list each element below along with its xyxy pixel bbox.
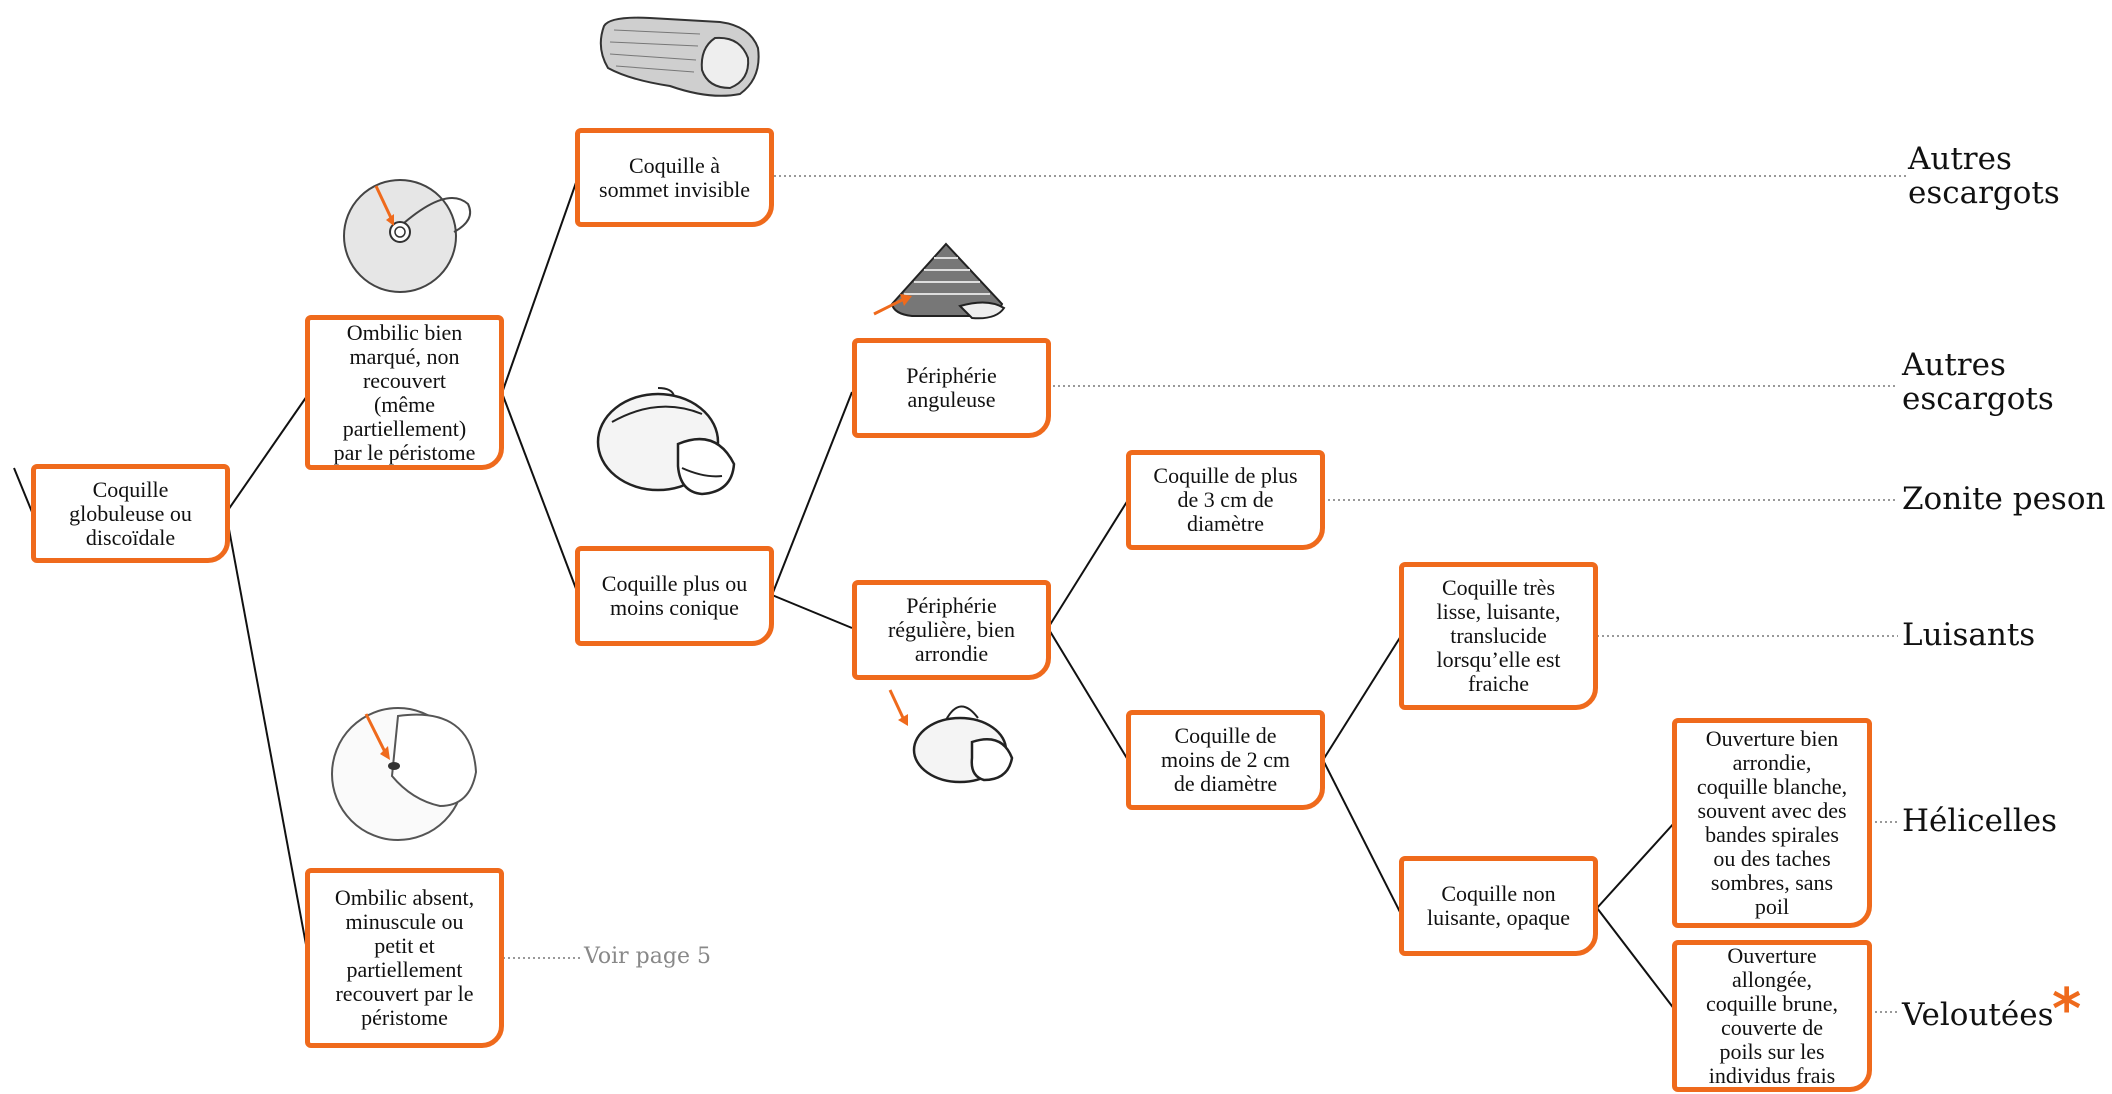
conical-striped-shell-illustration: [873, 242, 1006, 320]
node-ombilic-absent: Ombilic absent, minuscule ou petit et pa…: [305, 868, 504, 1048]
result-autres-escargots-2: Autres escargots: [1902, 347, 2054, 417]
branch-marque-conique: [501, 392, 579, 595]
node-ouverture-arrondie: Ouverture bien arrondie, coquille blanch…: [1672, 718, 1872, 928]
branch-globuleuse-absent: [225, 512, 308, 951]
result-autres-escargots-1: Autres escargots: [1908, 141, 2060, 211]
branch-globuleuse-marque: [225, 395, 308, 514]
node-coquille-globuleuse: Coquille globuleuse ou discoïdale: [31, 464, 230, 563]
branch-conique-anguleuse: [771, 391, 853, 596]
branch-moins2-nonluisante: [1322, 759, 1402, 915]
node-peripherie-anguleuse: Périphérie anguleuse: [852, 338, 1051, 438]
globular-shell-small-umbilicus-illustration: [331, 707, 478, 841]
node-ombilic-bien-marque: Ombilic bien marqué, non recouvert (même…: [305, 315, 504, 470]
node-plus-de-3cm: Coquille de plus de 3 cm de diamètre: [1126, 450, 1325, 550]
result-zonite-peson: Zonite peson: [1902, 481, 2106, 517]
branch-marque-sommet: [501, 176, 579, 394]
note-voir-page: Voir page 5: [584, 944, 711, 969]
branch-nonluisante-helicelles: [1596, 821, 1676, 909]
branch-arrondie-moins2: [1047, 627, 1129, 761]
helix-shell-illustration: [596, 387, 736, 496]
small-round-shell-illustration: [888, 689, 1014, 784]
node-peripherie-arrondie: Périphérie régulière, bien arrondie: [852, 580, 1051, 680]
result-helicelles: Hélicelles: [1902, 803, 2057, 839]
node-tres-lisse: Coquille très lisse, luisante, transluci…: [1399, 562, 1598, 710]
branch-conique-arrondie: [771, 594, 853, 629]
node-coquille-conique: Coquille plus ou moins conique: [575, 546, 774, 646]
asterisk-mark: *: [2052, 977, 2082, 1042]
node-sommet-invisible: Coquille à sommet invisible: [575, 128, 774, 227]
branch-entry: [13, 467, 33, 513]
branch-arrondie-plus3: [1047, 499, 1129, 629]
node-ouverture-allongee: Ouverture allongée, coquille brune, couv…: [1672, 940, 1872, 1092]
elongated-shell-illustration: [599, 16, 760, 97]
node-moins-de-2cm: Coquille de moins de 2 cm de diamètre: [1126, 710, 1325, 810]
result-luisants: Luisants: [1902, 617, 2036, 653]
branch-nonluisante-veloutees: [1596, 907, 1676, 1011]
discoidal-shell-umbilicus-illustration: [343, 179, 472, 293]
node-non-luisante: Coquille non luisante, opaque: [1399, 856, 1598, 956]
branch-moins2-lisse: [1322, 635, 1402, 761]
result-veloutees: Veloutées: [1902, 997, 2054, 1033]
